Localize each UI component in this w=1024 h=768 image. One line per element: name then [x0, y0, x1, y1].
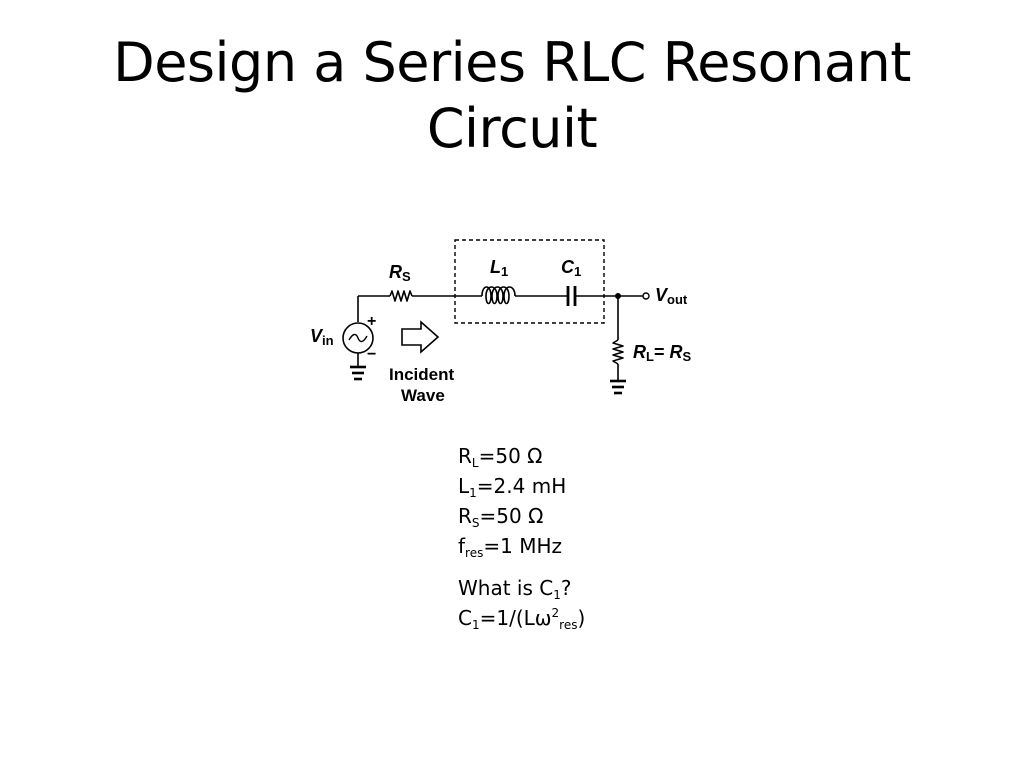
- parameters-block: RL=50 Ω L1=2.4 mH RS=50 Ω fres=1 MHz Wha…: [458, 441, 585, 633]
- param-rl-value: =50 Ω: [478, 444, 543, 468]
- formula-body: =1/(Lω: [479, 606, 552, 630]
- label-incident: Incident: [389, 365, 455, 384]
- label-c1-main: C: [561, 257, 575, 277]
- ground-vin-icon: [350, 365, 366, 381]
- question-line: What is C1?: [458, 573, 585, 603]
- param-gap: [458, 561, 585, 573]
- voltage-source-arrow-icon: [348, 333, 368, 343]
- param-fres: fres=1 MHz: [458, 531, 585, 561]
- formula-close: ): [577, 606, 586, 630]
- param-rs-value: =50 Ω: [479, 504, 544, 528]
- resistor-rs-symbol: [389, 290, 413, 302]
- label-c1: C1: [561, 257, 581, 279]
- param-rl-main: R: [458, 444, 472, 468]
- formula-c: C: [458, 606, 472, 630]
- param-l1-value: =2.4 mH: [476, 474, 567, 498]
- title-line-1: Design a Series RLC Resonant: [113, 31, 911, 94]
- slide-title: Design a Series RLC Resonant Circuit: [0, 30, 1024, 162]
- label-l1-sub: 1: [501, 264, 508, 279]
- label-vout-main: V: [655, 285, 669, 305]
- formula-c-sub: 1: [471, 618, 480, 632]
- label-vin: Vin: [310, 326, 334, 348]
- vout-terminal: [642, 292, 650, 300]
- label-rl-main: R: [633, 342, 646, 362]
- param-l1-main: L: [458, 474, 470, 498]
- label-rl-sub: L: [646, 349, 654, 364]
- question-rest: ?: [560, 576, 572, 600]
- formula-sup: 2: [551, 606, 560, 620]
- param-rl-sub: L: [471, 456, 479, 470]
- label-wave: Wave: [401, 386, 445, 405]
- param-rs-main: R: [458, 504, 472, 528]
- label-vin-main: V: [310, 326, 324, 346]
- param-rs: RS=50 Ω: [458, 501, 585, 531]
- incident-wave-arrow-icon: [401, 320, 440, 354]
- resistor-rl-symbol: [612, 339, 624, 365]
- label-minus: −: [367, 346, 376, 363]
- param-fres-main: f: [458, 534, 466, 558]
- param-rs-sub: S: [471, 516, 480, 530]
- question-main: What is C: [458, 576, 554, 600]
- label-rl-eq: =: [654, 342, 670, 362]
- param-l1-sub: 1: [469, 486, 477, 500]
- label-plus: +: [367, 313, 376, 330]
- label-rl-equals-rs: RL= RS: [633, 342, 691, 364]
- inductor-l1-symbol: [481, 286, 516, 305]
- label-l1: L1: [490, 257, 508, 279]
- param-rl: RL=50 Ω: [458, 441, 585, 471]
- label-c1-sub: 1: [574, 264, 581, 279]
- label-vout: Vout: [655, 285, 688, 307]
- label-rl-main2: R: [669, 342, 682, 362]
- label-rs-main: R: [389, 262, 402, 282]
- question-sub: 1: [553, 588, 561, 602]
- resonator-dashed-box: [454, 239, 605, 324]
- param-fres-value: =1 MHz: [483, 534, 562, 558]
- label-rl-sub2: S: [682, 349, 691, 364]
- label-vout-sub: out: [667, 292, 688, 307]
- label-vin-sub: in: [322, 333, 334, 348]
- label-rs-sub: S: [402, 269, 411, 284]
- label-l1-main: L: [490, 257, 501, 277]
- ground-rl-icon: [610, 379, 626, 395]
- formula-line: C1=1/(Lω2res): [458, 603, 585, 633]
- param-l1: L1=2.4 mH: [458, 471, 585, 501]
- param-fres-sub: res: [465, 546, 484, 560]
- formula-res-sub: res: [559, 618, 578, 632]
- label-rs: RS: [389, 262, 411, 284]
- title-line-2: Circuit: [426, 97, 598, 160]
